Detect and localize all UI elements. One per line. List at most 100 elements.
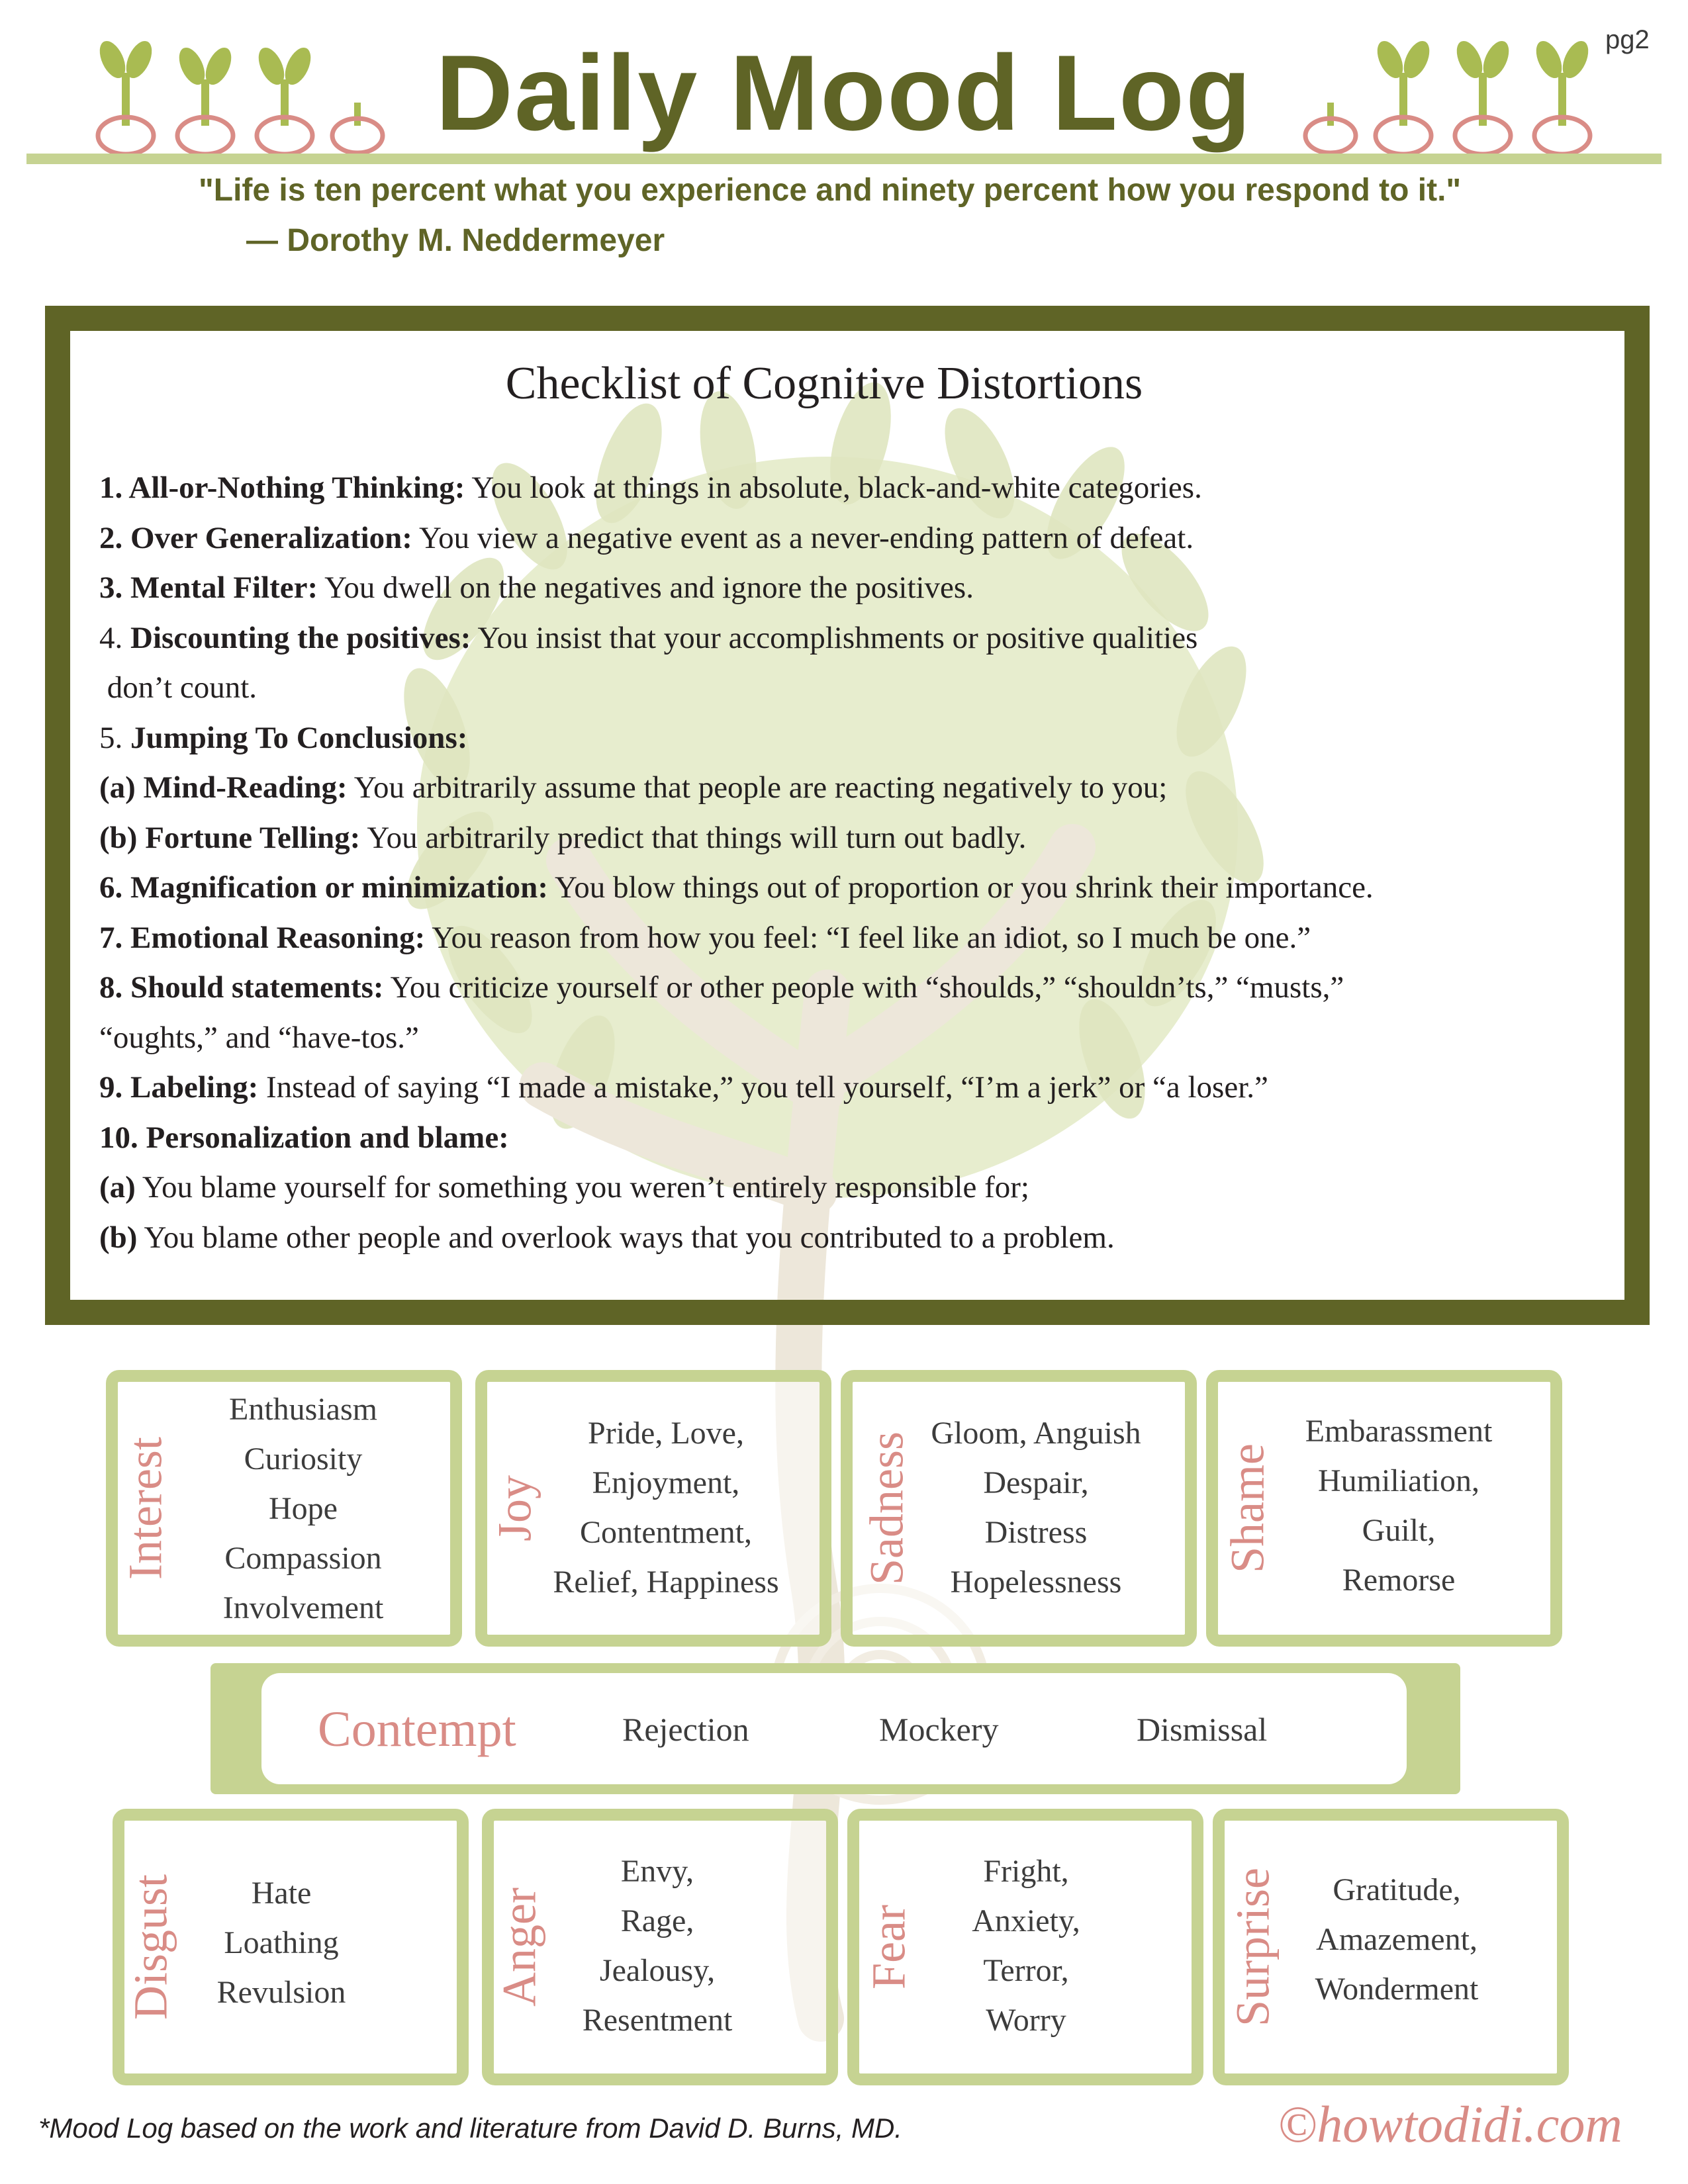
distortion-name: 6. Magnification or minimization:: [99, 870, 548, 905]
checklist-line: 2. Over Generalization: You view a negat…: [99, 514, 1622, 564]
distortion-name: 1. All-or-Nothing Thinking:: [99, 471, 465, 505]
emotion-words: Gloom, Anguish Despair, Distress Hopeles…: [904, 1408, 1168, 1607]
checklist-items: 1. All-or-Nothing Thinking: You look at …: [99, 463, 1622, 1263]
page-title: Daily Mood Log: [436, 33, 1252, 153]
emotion-word: Gloom, Anguish: [931, 1416, 1141, 1451]
quote-author: — Dorothy M. Neddermeyer: [246, 223, 665, 258]
line-number: 4.: [99, 620, 130, 655]
distortion-name: 10. Personalization and blame:: [99, 1120, 509, 1155]
distortion-name: (a) Mind-Reading:: [99, 770, 348, 805]
checklist-line: 7. Emotional Reasoning: You reason from …: [99, 913, 1622, 964]
emotion-words: Envy, Rage, Jealousy, Resentment: [525, 1846, 790, 2045]
emotion-words: Gratitude, Amazement, Wonderment: [1264, 1865, 1529, 2014]
sprout-decoration-right: [1303, 40, 1593, 157]
emotion-box-anger: [482, 1809, 838, 2085]
emotion-box-disgust: [113, 1809, 469, 2085]
emotion-box-fear: [847, 1809, 1203, 2085]
emotion-words: Enthusiasm Curiosity Hope Compassion Inv…: [171, 1385, 436, 1633]
emotion-word: Compassion: [224, 1541, 382, 1576]
checklist-line: 6. Magnification or minimization: You bl…: [99, 863, 1622, 913]
emotion-word: Loathing: [224, 1925, 339, 1960]
emotion-word: Terror,: [983, 1953, 1069, 1988]
distortion-description: You arbitrarily assume that people are r…: [347, 770, 1168, 805]
distortion-name: (b): [99, 1220, 138, 1255]
distortion-description: You view a negative event as a never-end…: [412, 520, 1194, 555]
emotion-word: Resentment: [582, 2003, 733, 2038]
emotion-word: Contentment,: [580, 1515, 752, 1550]
distortion-description: You reason from how you feel: “I feel li…: [425, 920, 1311, 955]
distortion-description: You blame yourself for something you wer…: [135, 1170, 1029, 1205]
footnote: *Mood Log based on the work and literatu…: [38, 2113, 902, 2144]
line-number: 5.: [99, 720, 130, 755]
emotion-words: Hate Loathing Revulsion: [149, 1868, 414, 2017]
distortion-description: You arbitrarily predict that things will…: [360, 820, 1027, 855]
page-number: pg2: [1605, 25, 1650, 54]
checklist-line: (a) You blame yourself for something you…: [99, 1163, 1622, 1213]
emotion-word: Remorse: [1342, 1563, 1456, 1598]
distortion-description: Instead of saying “I made a mistake,” yo…: [258, 1070, 1268, 1105]
distortion-description: You blame other people and overlook ways…: [137, 1220, 1115, 1255]
emotion-word: Enjoyment,: [592, 1465, 740, 1500]
emotion-word: Revulsion: [216, 1975, 346, 2010]
emotion-box-shame: [1206, 1370, 1562, 1647]
emotion-word: Curiosity: [244, 1441, 363, 1477]
emotion-word: Amazement,: [1316, 1922, 1477, 1957]
distortion-description: You dwell on the negatives and ignore th…: [318, 570, 974, 605]
emotion-words: Fright, Anxiety, Terror, Worry: [894, 1846, 1158, 2045]
contempt-panel: [261, 1673, 1407, 1784]
distortion-name: 2. Over Generalization:: [99, 520, 412, 555]
checklist-line: 10. Personalization and blame:: [99, 1113, 1622, 1163]
emotion-box-interest: [106, 1370, 462, 1647]
checklist-line: 5. Jumping To Conclusions:: [99, 713, 1622, 764]
distortion-name: Jumping To Conclusions:: [130, 720, 468, 755]
distortion-name: 9. Labeling:: [99, 1070, 259, 1105]
emotion-word: Wonderment: [1315, 1972, 1479, 2007]
emotion-word: Envy,: [620, 1854, 694, 1889]
emotion-word: Hope: [269, 1491, 338, 1526]
emotion-box-sadness: [841, 1370, 1197, 1647]
contempt-label: Contempt: [318, 1702, 516, 1757]
emotion-word: Distress: [984, 1515, 1088, 1550]
checklist-title: Checklist of Cognitive Distortions: [505, 358, 1143, 409]
emotion-words: Pride, Love, Enjoyment, Contentment, Rel…: [534, 1408, 798, 1607]
distortion-description: You look at things in absolute, black-an…: [465, 471, 1202, 505]
distortion-description: You insist that your accomplishments or …: [471, 620, 1198, 655]
emotion-word: Anxiety,: [972, 1903, 1080, 1938]
checklist-line: (b) You blame other people and overlook …: [99, 1213, 1622, 1263]
emotion-word: Involvement: [222, 1590, 384, 1625]
checklist-line: 9. Labeling: Instead of saying “I made a…: [99, 1063, 1622, 1113]
emotion-word: Relief, Happiness: [553, 1565, 779, 1600]
title-divider: [26, 154, 1662, 164]
checklist-line: 1. All-or-Nothing Thinking: You look at …: [99, 463, 1622, 514]
emotion-word: Guilt,: [1362, 1513, 1436, 1548]
emotion-word: Gratitude,: [1333, 1872, 1461, 1907]
distortion-name: 8. Should statements:: [99, 970, 384, 1005]
distortion-name: 7. Emotional Reasoning:: [99, 920, 426, 955]
emotion-word: Humiliation,: [1318, 1463, 1479, 1498]
emotion-word: Worry: [986, 2003, 1066, 2038]
cognitive-distortions-panel: [45, 306, 1650, 1325]
emotion-box-surprise: [1213, 1809, 1569, 2085]
distortion-description: You criticize yourself or other people w…: [383, 970, 1344, 1005]
checklist-line: 8. Should statements: You criticize your…: [99, 963, 1622, 1013]
distortion-name: 3. Mental Filter:: [99, 570, 318, 605]
contempt-word: Mockery: [879, 1711, 999, 1748]
distortion-name: Discounting the positives:: [130, 620, 471, 655]
emotion-word: Enthusiasm: [229, 1392, 377, 1427]
checklist-line: (a) Mind-Reading: You arbitrarily assume…: [99, 763, 1622, 813]
emotion-word: Jealousy,: [599, 1953, 716, 1988]
emotion-word: Pride, Love,: [588, 1416, 744, 1451]
emotion-label: Interest: [118, 1437, 172, 1580]
checklist-line: 4. Discounting the positives: You insist…: [99, 614, 1622, 664]
contempt-word: Dismissal: [1137, 1711, 1268, 1748]
distortion-description: You blow things out of proportion or you…: [547, 870, 1374, 905]
site-credit: ©howtodidi.com: [1278, 2095, 1622, 2153]
contempt-word: Rejection: [622, 1711, 749, 1748]
emotion-words: Embarassment Humiliation, Guilt, Remorse: [1266, 1406, 1531, 1605]
emotion-word: Hate: [251, 1876, 312, 1911]
emotion-box-joy: [475, 1370, 831, 1647]
checklist-line: (b) Fortune Telling: You arbitrarily pre…: [99, 813, 1622, 864]
quote-text: "Life is ten percent what you experience…: [199, 173, 1462, 208]
checklist-line: 3. Mental Filter: You dwell on the negat…: [99, 563, 1622, 614]
